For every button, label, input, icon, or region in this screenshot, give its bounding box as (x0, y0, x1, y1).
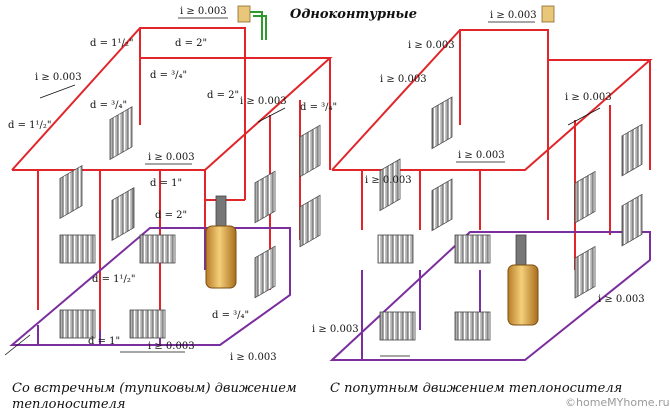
label-slope-bottom: i ≥ 0.003 (148, 341, 195, 352)
label-slope-8: i ≥ 0.003 (312, 324, 359, 335)
radiator (254, 170, 276, 224)
right-caption: С попутным движением теплоносителя (330, 381, 622, 396)
radiator (109, 106, 133, 161)
label-d-1-5-low: d = 1¹/₂" (92, 274, 136, 285)
radiator (129, 309, 166, 339)
radiator (431, 96, 453, 150)
label-d-left-mid: d = 1¹/₂" (8, 120, 52, 131)
label-d-top: d = 2" (175, 38, 207, 49)
radiator (139, 234, 176, 264)
label-d-3-4-a: d = ³/₄" (150, 70, 187, 81)
label-slope-1: i ≥ 0.003 (490, 10, 537, 21)
left-labels: i ≥ 0.003 d = 2" d = 1¹/₂" d = ³/₄" i ≥ … (4, 6, 337, 363)
label-slope-3: i ≥ 0.003 (380, 74, 427, 85)
radiator (379, 311, 416, 341)
right-chimney (541, 5, 555, 23)
radiator (574, 170, 596, 224)
right-radiators (377, 96, 643, 341)
label-slope-5: i ≥ 0.003 (458, 150, 505, 161)
label-slope-mid: i ≥ 0.003 (148, 152, 195, 163)
label-slope-right: i ≥ 0.003 (240, 96, 287, 107)
radiator (454, 311, 491, 341)
radiator (431, 178, 453, 232)
left-boiler (205, 195, 237, 289)
label-d-1-bottom: d = 1" (88, 336, 120, 347)
radiator (111, 187, 135, 241)
radiator (621, 123, 643, 177)
radiator (377, 234, 414, 264)
radiator (299, 124, 321, 178)
radiator (299, 194, 321, 248)
radiator (59, 165, 83, 219)
right-boiler (507, 234, 539, 326)
label-d-3-4-b: d = ³/₄" (90, 100, 127, 111)
radiator (59, 309, 96, 339)
label-slope-2: i ≥ 0.003 (408, 40, 455, 51)
radiator (59, 234, 96, 264)
label-slope-left: i ≥ 0.003 (35, 72, 82, 83)
radiator (379, 158, 401, 212)
right-system (329, 5, 653, 361)
label-d-3-4-low: d = ³/₄" (212, 310, 249, 321)
label-d-left-top: d = 1¹/₂" (90, 38, 134, 49)
radiator (574, 245, 596, 299)
left-radiators (59, 106, 321, 339)
left-chimney (237, 5, 267, 40)
left-system (9, 5, 333, 346)
label-slope-bottom-right: i ≥ 0.003 (230, 352, 277, 363)
radiator (254, 245, 276, 299)
label-slope-7: i ≥ 0.003 (598, 294, 645, 305)
left-caption-line2: теплоносителя (12, 397, 125, 412)
label-slope-4: i ≥ 0.003 (565, 92, 612, 103)
label-slope-6: i ≥ 0.003 (365, 175, 412, 186)
left-return-pipes (9, 227, 291, 346)
left-caption-line1: Со встречным (тупиковым) движением (12, 381, 297, 396)
label-d-2-low: d = 2" (155, 210, 187, 221)
watermark: ©homeMYhome.ru (565, 396, 670, 409)
label-d-3-4-c: d = ³/₄" (300, 102, 337, 113)
right-labels: i ≥ 0.003 i ≥ 0.003 i ≥ 0.003 i ≥ 0.003 … (312, 10, 645, 357)
radiator (454, 234, 491, 264)
radiator (621, 193, 643, 247)
label-slope-top: i ≥ 0.003 (180, 6, 227, 17)
label-d-right-top: d = 2" (207, 90, 239, 101)
diagram-title: Одноконтурные (290, 7, 417, 22)
label-d-1: d = 1" (150, 178, 182, 189)
